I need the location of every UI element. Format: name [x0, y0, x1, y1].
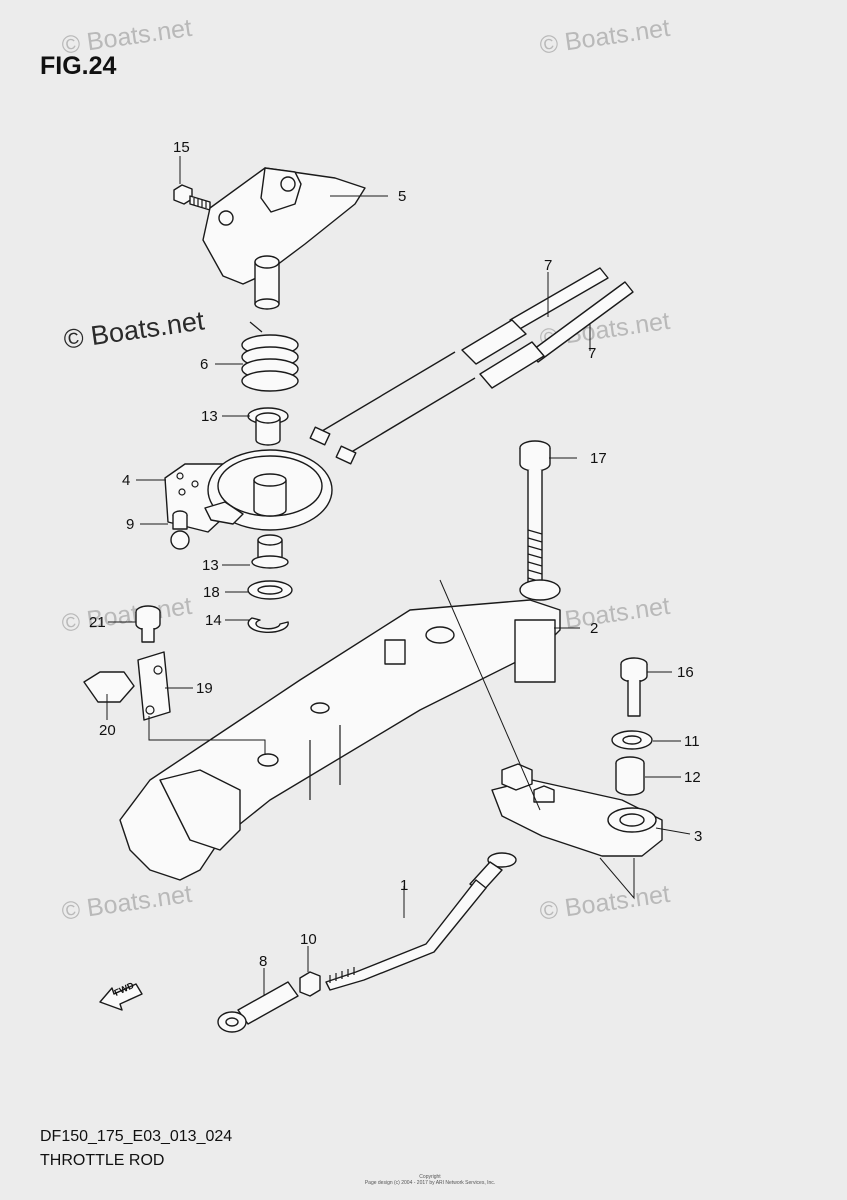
callout-2[interactable]: 2: [590, 620, 599, 637]
plate-19[interactable]: [137, 651, 171, 721]
diagram-code: DF150_175_E03_013_024: [40, 1128, 233, 1145]
callout-20[interactable]: 20: [99, 722, 116, 739]
callout-17[interactable]: 17: [590, 450, 607, 467]
callout-4[interactable]: 4: [122, 472, 131, 489]
collar-12[interactable]: [615, 756, 645, 796]
fwd-arrow-icon: [99, 983, 143, 1011]
rod-end-8[interactable]: [217, 981, 299, 1033]
e-clip-14[interactable]: [247, 617, 289, 633]
bracket-5[interactable]: [202, 167, 366, 310]
clip-20[interactable]: [83, 671, 135, 703]
callout-13[interactable]: 13: [201, 408, 218, 425]
washer-11[interactable]: [611, 730, 653, 750]
throttle-rod-1[interactable]: [325, 852, 517, 991]
callout-15[interactable]: 15: [173, 139, 190, 156]
bushing-13-upper[interactable]: [247, 407, 289, 446]
callout-7[interactable]: 7: [588, 345, 597, 362]
long-bolt-17[interactable]: [519, 440, 551, 591]
callout-5[interactable]: 5: [398, 188, 407, 205]
washer-18[interactable]: [247, 580, 293, 600]
throttle-lever-4[interactable]: [164, 449, 333, 533]
callout-18[interactable]: 18: [203, 584, 220, 601]
throttle-arm-2[interactable]: [119, 579, 561, 881]
callout-19[interactable]: 19: [196, 680, 213, 697]
bolt-15[interactable]: [173, 184, 211, 211]
callout-21[interactable]: 21: [89, 614, 106, 631]
copyright-line-1: Copyright: [419, 1174, 441, 1180]
copyright-line-2: Page design (c) 2004 - 2017 by ARI Netwo…: [364, 1180, 496, 1186]
bushing-13-lower[interactable]: [251, 534, 289, 569]
nut-10[interactable]: [299, 971, 321, 997]
copyright-notice: Copyright Page design (c) 2004 - 2017 by…: [330, 1174, 530, 1186]
pin-9[interactable]: [170, 510, 190, 550]
throttle-cables-7[interactable]: [309, 267, 634, 465]
callout-10[interactable]: 10: [300, 931, 317, 948]
callout-12[interactable]: 12: [684, 769, 701, 786]
leader-lines: [106, 156, 691, 996]
bolt-16[interactable]: [620, 657, 648, 717]
callout-16[interactable]: 16: [677, 664, 694, 681]
callout-1[interactable]: 1: [400, 877, 409, 894]
bolt-21[interactable]: [135, 605, 161, 643]
figure-title: FIG.24: [40, 52, 117, 80]
callout-8[interactable]: 8: [259, 953, 268, 970]
callout-9[interactable]: 9: [126, 516, 135, 533]
callout-7[interactable]: 7: [544, 257, 553, 274]
callout-6[interactable]: 6: [200, 356, 209, 373]
spring-6[interactable]: [241, 321, 299, 392]
callout-13[interactable]: 13: [202, 557, 219, 574]
link-lever-3[interactable]: [491, 763, 663, 857]
callout-14[interactable]: 14: [205, 612, 222, 629]
callout-11[interactable]: 11: [684, 733, 700, 750]
diagram-name: THROTTLE ROD: [40, 1152, 165, 1169]
callout-3[interactable]: 3: [694, 828, 703, 845]
